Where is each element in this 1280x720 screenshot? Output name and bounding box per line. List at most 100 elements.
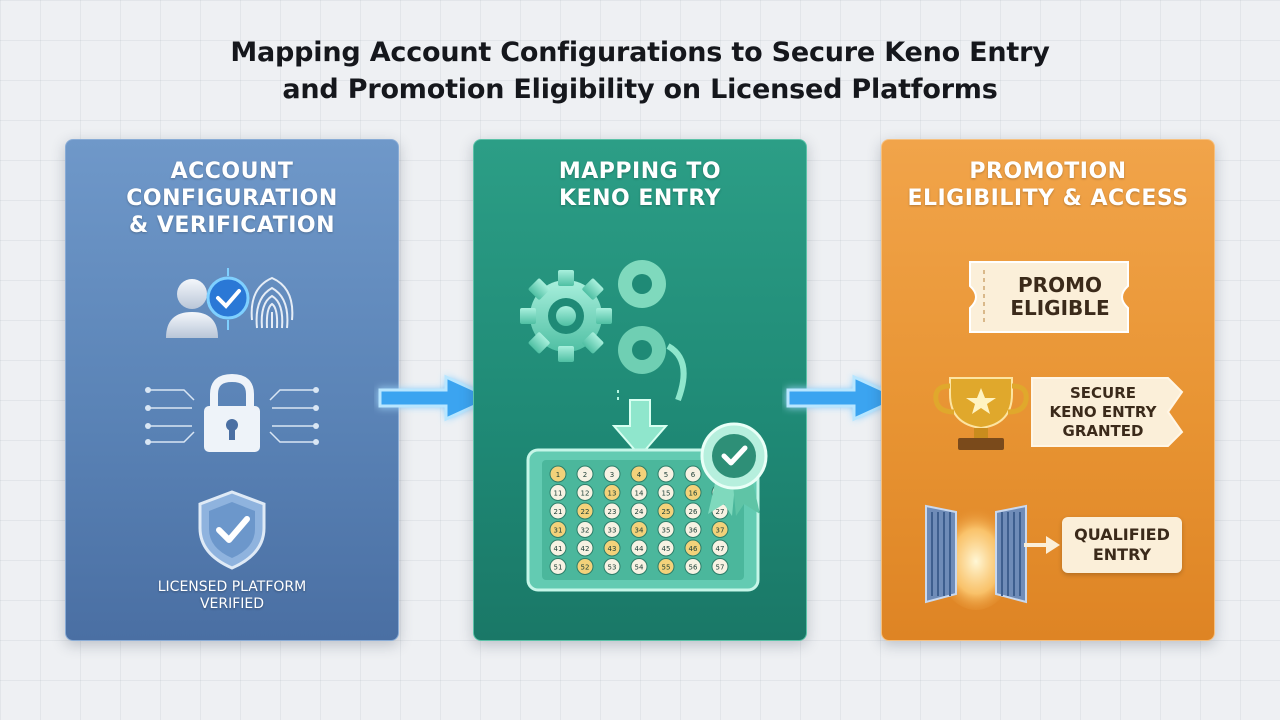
keno-number: 45 <box>662 545 671 553</box>
keno-number: 24 <box>635 508 644 516</box>
keno-ticket-icon: 1234567111213141516172122232425262731323… <box>526 448 760 592</box>
keno-number: 37 <box>716 527 725 535</box>
secure-keno-entry-label: SECURE KENO ENTRY GRANTED <box>1030 384 1176 441</box>
promo-line: PROMO <box>1018 273 1102 297</box>
fingerprint-icon <box>250 276 294 329</box>
title-line-1: Mapping Account Configurations to Secure… <box>230 37 1050 68</box>
keno-number: 41 <box>554 545 563 553</box>
heading-line: PROMOTION <box>969 159 1127 184</box>
keno-number: 31 <box>554 527 563 535</box>
open-gate-icon <box>925 502 1027 610</box>
keno-ball <box>630 502 648 520</box>
keno-ball <box>603 558 621 575</box>
keno-ball <box>684 521 702 538</box>
keno-ball <box>630 558 648 575</box>
keno-number: 12 <box>581 490 590 498</box>
keno-number: 26 <box>689 508 698 516</box>
keno-ball <box>657 465 675 483</box>
keno-number: 43 <box>608 545 617 553</box>
keno-ball <box>576 521 594 538</box>
keno-ball <box>684 465 702 483</box>
page-title: Mapping Account Configurations to Secure… <box>0 34 1280 108</box>
keno-number: 56 <box>689 564 698 572</box>
ticket-icon <box>969 261 1129 333</box>
keno-ball <box>657 539 675 557</box>
trophy-icon <box>933 377 1029 450</box>
keno-number: 6 <box>691 471 696 479</box>
heading-line: KENO ENTRY <box>559 186 721 211</box>
keno-number: 46 <box>689 545 698 553</box>
keno-number: 51 <box>554 564 563 572</box>
keno-number: 32 <box>581 527 590 535</box>
keno-ball <box>549 465 567 483</box>
title-line-2: and Promotion Eligibility on Licensed Pl… <box>282 74 998 105</box>
keno-number: 53 <box>608 564 617 572</box>
keno-number: 33 <box>608 527 617 535</box>
keno-number: 52 <box>581 564 590 572</box>
panel-heading: ACCOUNT CONFIGURATION & VERIFICATION <box>66 158 398 239</box>
keno-number: 47 <box>716 545 725 553</box>
heading-line: ACCOUNT <box>170 159 294 184</box>
keno-ball <box>711 558 729 575</box>
keno-ball <box>684 502 702 520</box>
arrow-right-icon <box>786 374 904 422</box>
keno-ball <box>549 539 567 557</box>
licensed-platform-caption: LICENSED PLATFORM VERIFIED <box>66 579 398 613</box>
keno-number: 35 <box>662 527 671 535</box>
keno-ball <box>630 465 648 483</box>
panel-heading: MAPPING TO KENO ENTRY <box>474 158 806 212</box>
caption-line: VERIFIED <box>199 596 265 612</box>
down-arrow-icon <box>612 399 668 458</box>
keno-number: 23 <box>608 508 617 516</box>
keno-number: 25 <box>662 508 671 516</box>
padlock-circuit-icon <box>145 373 319 452</box>
keno-ball <box>657 521 675 538</box>
secure-line: SECURE <box>1069 384 1137 402</box>
keno-ball <box>576 558 594 575</box>
keno-number: 55 <box>662 564 671 572</box>
heading-line: CONFIGURATION <box>126 186 338 211</box>
keno-ball <box>630 484 648 501</box>
promo-eligible-label: PROMO ELIGIBLE <box>1000 274 1120 320</box>
keno-ball <box>549 484 567 501</box>
keno-number: 3 <box>610 471 614 479</box>
promo-line: ELIGIBLE <box>1010 296 1110 320</box>
rosette-check-icon <box>700 422 768 516</box>
shield-check-icon <box>198 490 266 570</box>
keno-number: 11 <box>554 490 563 498</box>
keno-ball <box>684 558 702 575</box>
keno-ball <box>684 484 702 501</box>
keno-ball <box>711 521 729 538</box>
keno-ball <box>684 539 702 557</box>
keno-ball <box>657 502 675 520</box>
keno-number: 1 <box>556 471 560 479</box>
qualified-line: QUALIFIED <box>1074 525 1170 544</box>
keno-ball <box>603 539 621 557</box>
user-verified-icon <box>166 268 294 338</box>
keno-number: 16 <box>689 490 698 498</box>
keno-ball <box>711 539 729 557</box>
keno-ball <box>630 521 648 538</box>
qualified-line: ENTRY <box>1092 545 1152 564</box>
keno-ball <box>576 484 594 501</box>
keno-ball <box>603 465 621 483</box>
heading-line: MAPPING TO <box>558 159 722 184</box>
qualified-entry-box: QUALIFIED ENTRY <box>1062 517 1182 573</box>
heading-line: & VERIFICATION <box>128 213 335 238</box>
keno-ball <box>603 502 621 520</box>
keno-number: 14 <box>635 490 644 498</box>
account-configuration-panel: ACCOUNT CONFIGURATION & VERIFICATION <box>65 139 399 641</box>
right-arrow-icon <box>1024 536 1060 554</box>
keno-ball <box>630 539 648 557</box>
keno-ball <box>603 484 621 501</box>
panel-heading: PROMOTION ELIGIBILITY & ACCESS <box>882 158 1214 212</box>
secure-line: KENO ENTRY <box>1049 403 1157 421</box>
mapping-keno-entry-panel: MAPPING TO KENO ENTRY <box>473 139 807 641</box>
keno-ball <box>603 521 621 538</box>
promotion-eligibility-panel: PROMOTION ELIGIBILITY & ACCESS PROMO ELI… <box>881 139 1215 641</box>
keno-number: 15 <box>662 490 671 498</box>
keno-number: 44 <box>635 545 644 553</box>
keno-number: 54 <box>635 564 644 572</box>
keno-number: 42 <box>581 545 590 553</box>
keno-ball <box>549 521 567 538</box>
